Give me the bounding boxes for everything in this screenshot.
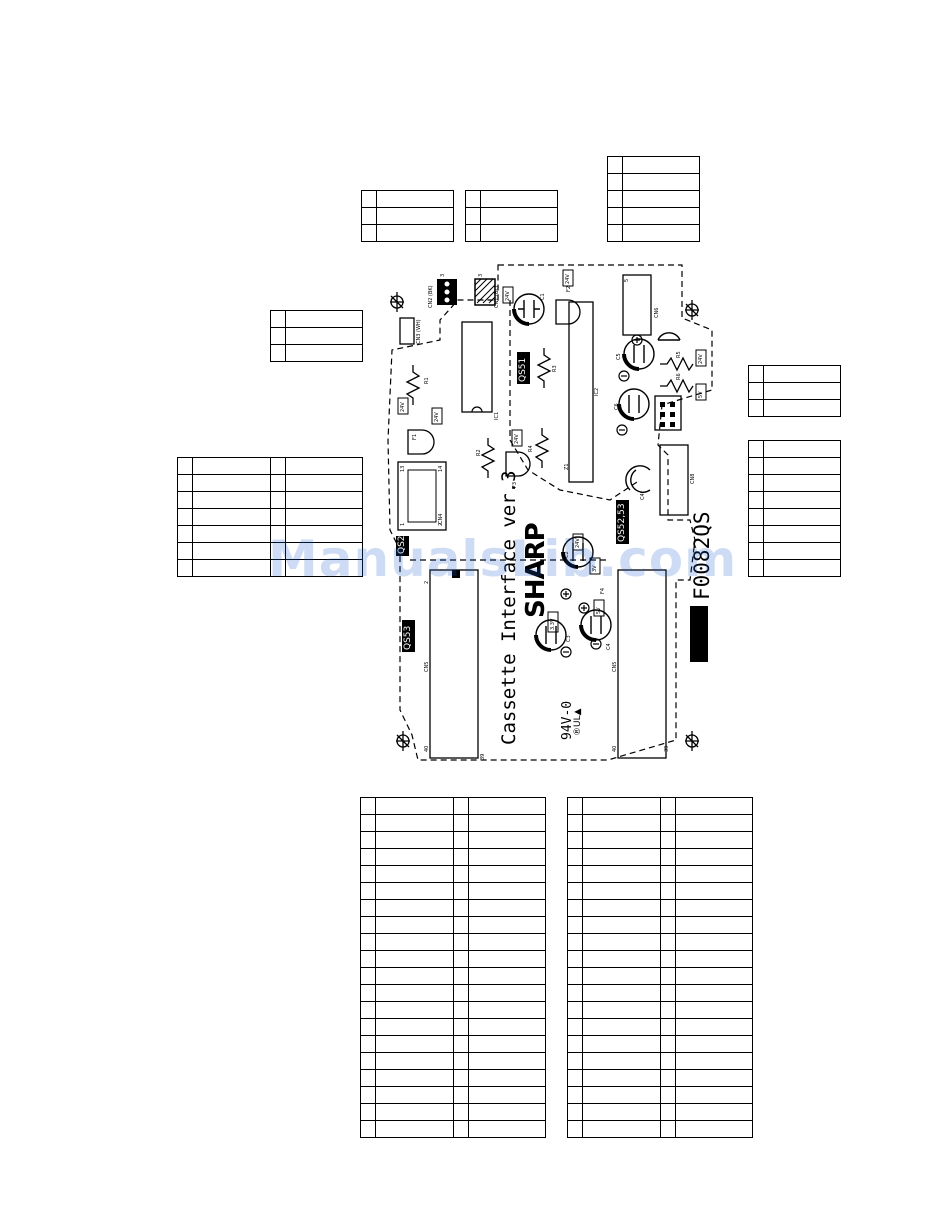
label-r6: R6 [676,373,682,380]
label-ic1: IC1 [494,411,500,420]
ic1-chip [461,321,493,413]
section-divider-qs51 [509,300,641,501]
pin-label-cn4-14: 14 [438,465,444,472]
label-cn2: CN2 (BK) [428,285,434,308]
label-ic2: IC2 [594,387,600,396]
legend-table-top-right [607,156,700,242]
label-r3: R3 [552,365,558,372]
label-cn5-right: CN5 [612,661,618,672]
label-c1: C1 [540,293,546,300]
resistor-r3 [536,348,552,388]
capacitor-c5 [622,338,655,371]
voltage-tag-24v-5: 24V [565,274,571,284]
voltage-tag-5v-1: 5V [698,391,704,398]
label-c6: C6 [614,403,620,410]
label-r4: R4 [528,445,534,452]
legend-table-right-small [748,365,841,417]
board-name: Cassette Interface ver.3 [498,470,520,745]
label-cn1: CN1 (BL) [494,285,500,308]
fuse-f1 [407,429,435,455]
legend-table-right-tall [748,440,841,577]
registration-mark-top-left [390,292,404,312]
pin-label-cn5-right-39: 39 [664,745,670,752]
pin-label-cn5-left-39: 39 [480,753,486,760]
fuse-f2 [555,299,581,325]
legend-table-top-a [361,190,454,242]
cn5-right-connector [617,569,667,759]
pin-label-cn4-1: 1 [400,522,406,526]
capacitor-c2 [561,536,594,569]
cn7-connector [654,395,682,431]
label-c4f: C4f [640,491,646,500]
watermark: ManualsLib.com [268,530,738,588]
label-z1: Z1 [564,463,570,470]
label-c3: C3 [566,635,572,642]
pin-label-cn5-right-40: 40 [612,745,618,752]
label-r1: R1 [424,377,430,384]
cn4-inner [407,469,437,523]
pin-label-cn6-5: 5 [624,278,630,282]
label-cn8: CN8 [690,473,696,484]
ic2-chip [568,301,594,483]
legend-table-left-wide [177,457,363,577]
label-r5: R5 [676,351,682,358]
marker-block [690,606,708,662]
ul-mark: ®UL▲ [573,708,583,736]
legend-table-bottom-left [360,797,546,1138]
registration-mark-top-right [685,300,699,320]
legend-table-bottom-right [567,797,753,1138]
registration-mark-bottom-right [685,731,699,751]
voltage-tag-24v-3: 24V [514,434,520,444]
label-c5: C5 [616,353,622,360]
voltage-tag-24v-6: 24V [698,354,704,364]
capacitor-c6 [617,388,650,421]
section-label-qs53: QS53 [403,625,413,650]
label-r2: R2 [476,449,482,456]
capacitor-c1 [512,293,545,326]
cn8-connector [659,444,689,516]
pin-label-cn1-3: 3 [478,273,484,277]
label-f3: F3 [512,481,518,488]
cn6-connector [622,274,652,336]
label-f4: F4 [600,587,606,594]
cn1-connector [474,278,496,306]
pin-label-cn5-left-40: 40 [424,745,430,752]
resistor-r1 [405,365,421,405]
pin-label-cn4-13: 13 [400,465,406,472]
label-f2: F2 [566,285,572,292]
fuse-f3 [505,451,531,477]
section-label-qs51: QS51 [518,357,528,382]
label-cn6: CN6 [654,307,660,318]
voltage-tag-24v-1: 24V [400,402,406,412]
registration-mark-bottom-left [396,731,410,751]
capacitor-c1-small [657,332,681,341]
voltage-tag-24v-4: 24V [505,291,511,301]
voltage-tag-3-3v: 3.3V [550,618,556,630]
pin-label-cn2-3: 3 [440,273,446,277]
voltage-tag-24v-2: 24V [434,412,440,422]
board-outline [387,264,713,761]
polarity-marks [560,334,643,658]
legend-table-left-small [270,310,363,362]
voltage-tag-5v-2: 5V [596,607,602,614]
cn5-left-connector [429,569,479,759]
pin-label-cn4-2: 2 [438,522,444,526]
capacitor-c4f [625,465,651,493]
capacitor-c4 [579,609,612,642]
resistor-r5 [660,356,694,372]
resistor-r4 [534,428,550,468]
label-f1: F1 [412,433,418,440]
legend-table-top-b [465,190,558,242]
cn3-connector [399,317,415,345]
resistor-r6 [660,378,694,394]
cn4-connector [397,461,447,531]
label-c4: C4 [606,643,612,650]
resistor-r2 [480,438,496,478]
label-cn5-left: CN5 [424,661,430,672]
capacitor-c3 [534,619,567,652]
label-cn3: CN3 (WH) [416,319,422,344]
